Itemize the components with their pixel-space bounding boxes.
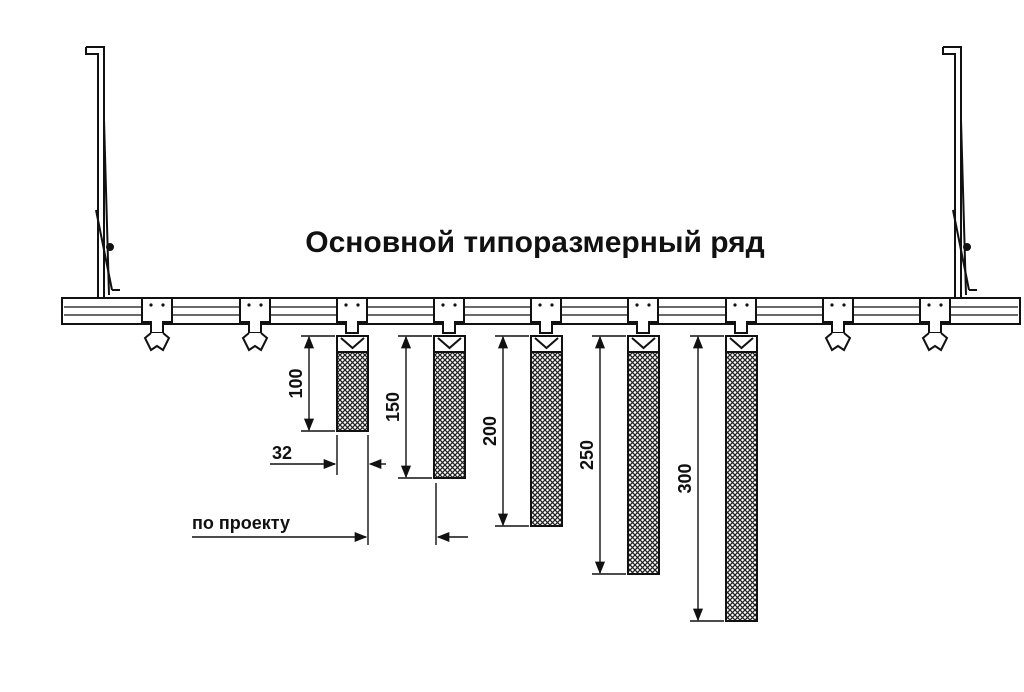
clip-carrier: [239, 297, 271, 352]
clip-carrier: [336, 297, 368, 334]
dimension-group: 100 150 200 250 300: [286, 335, 724, 622]
right-hanger: [942, 46, 977, 298]
left-hanger: [85, 46, 120, 298]
height-label: 250: [577, 440, 597, 470]
height-label: 200: [480, 416, 500, 446]
panel-group: [336, 335, 758, 622]
height-dimension: [398, 335, 432, 479]
diagram-title: Основной типоразмерный ряд: [305, 226, 764, 259]
spacing-dimension: [192, 483, 468, 545]
height-dimension: [592, 335, 626, 575]
width-label: 32: [272, 443, 292, 463]
clip-group: [141, 297, 951, 352]
baffle-panel: [433, 335, 466, 479]
height-label: 150: [383, 392, 403, 422]
baffle-panel: [336, 335, 369, 432]
spacing-label: по проекту: [192, 513, 290, 533]
clip-carrier: [822, 297, 854, 352]
baffle-panel: [627, 335, 660, 575]
width-dimension: [270, 435, 386, 545]
clip-carrier: [530, 297, 562, 334]
height-label: 100: [286, 368, 306, 398]
clip-carrier: [627, 297, 659, 334]
clip-carrier: [919, 297, 951, 352]
height-label: 300: [675, 463, 695, 493]
height-dimension: [690, 335, 724, 622]
clip-carrier: [725, 297, 757, 334]
clip-carrier: [141, 297, 173, 352]
baffle-panel: [725, 335, 758, 622]
baffle-panel: [530, 335, 563, 527]
height-dimension: [301, 335, 335, 432]
height-dimension: [495, 335, 529, 527]
clip-carrier: [433, 297, 465, 334]
